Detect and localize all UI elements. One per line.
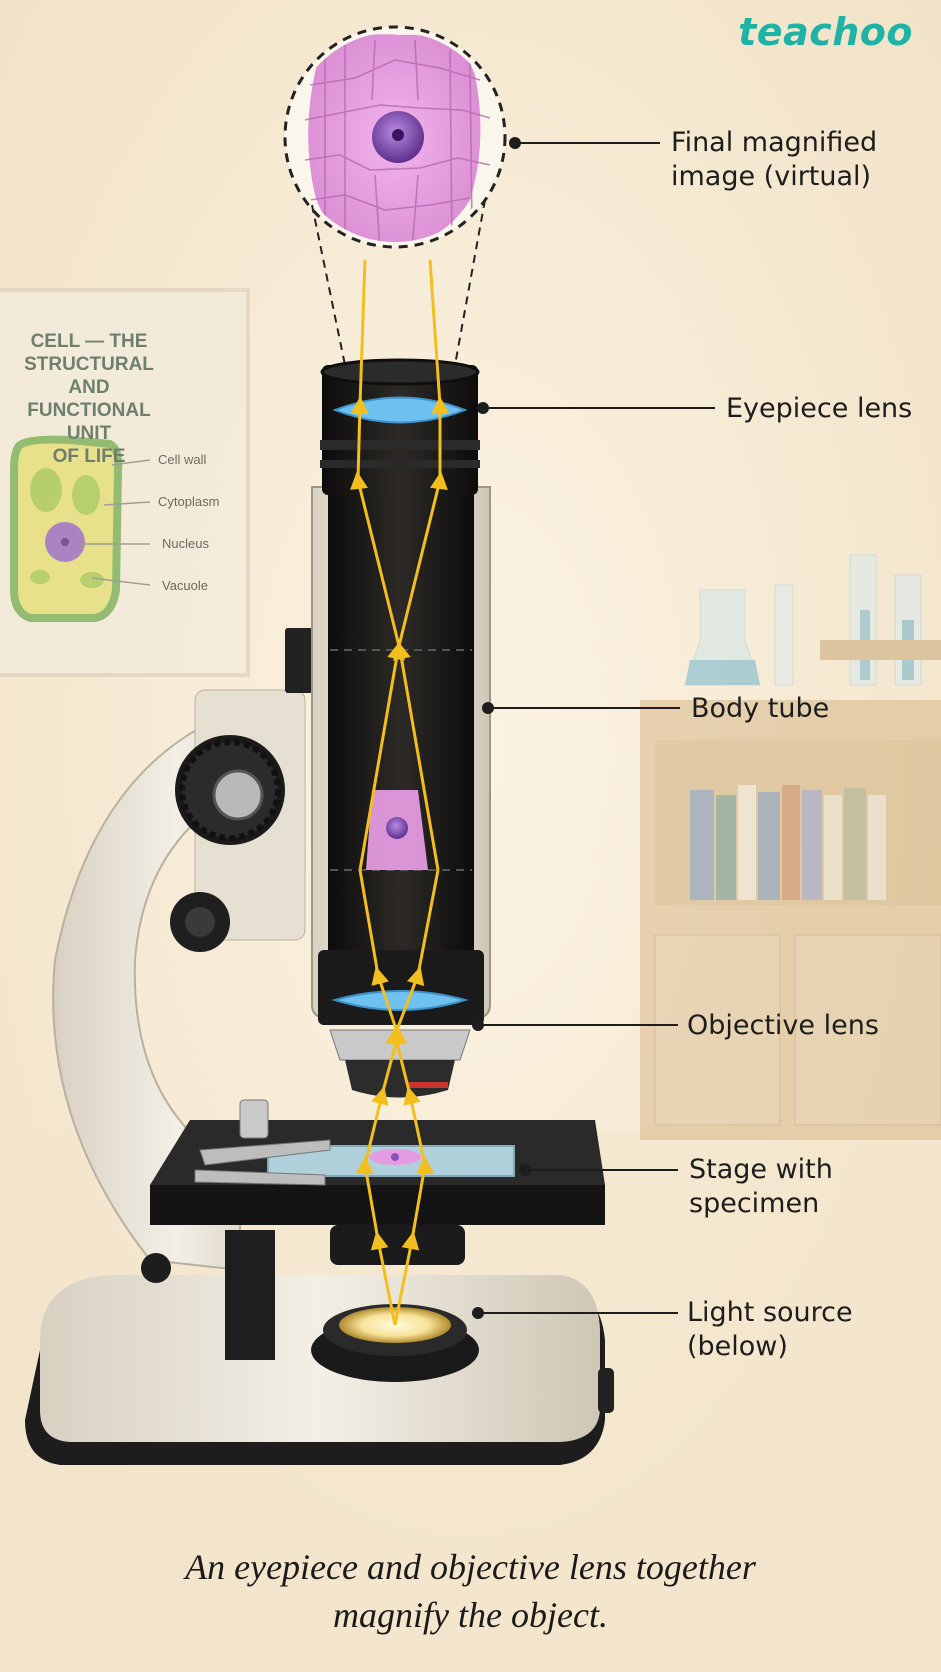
brand-logo: teachoo (738, 10, 913, 54)
poster-label-vacuole: Vacuole (162, 578, 209, 593)
bookshelf (640, 554, 941, 1140)
label-final-image-line: Final magnified (671, 127, 878, 158)
poster-title-line: STRUCTURAL AND (24, 354, 154, 398)
poster-title-line: FUNCTIONAL UNIT (27, 400, 151, 444)
poster-label-cytoplasm: Cytoplasm (158, 494, 220, 509)
label-stage: Stage with specimen (689, 1154, 833, 1219)
poster-title-line: OF LIFE (52, 446, 126, 467)
final-magnified-image (283, 25, 507, 249)
label-light-source: Light source (below) (687, 1297, 853, 1362)
cell-poster (0, 288, 250, 677)
poster-title: CELL — THE STRUCTURAL AND FUNCTIONAL UNI… (4, 330, 174, 468)
microscope-base (25, 1275, 614, 1465)
light-rays (350, 259, 450, 1326)
eyepiece (320, 358, 480, 495)
poster-label-nucleus: Nucleus (162, 536, 209, 551)
caption-line: An eyepiece and objective lens together (185, 1547, 756, 1587)
poster-title-line: CELL — THE (30, 331, 148, 352)
caption: An eyepiece and objective lens together … (0, 1543, 941, 1639)
plant-cell-drawing (10, 435, 123, 622)
label-objective-lens: Objective lens (687, 1010, 879, 1041)
body-tube (311, 486, 491, 1019)
caption-line: magnify the object. (333, 1595, 608, 1635)
label-body-tube: Body tube (691, 693, 830, 724)
label-final-image: Final magnified image (virtual) (671, 126, 877, 194)
microscope-arm (52, 628, 313, 1360)
leader-lines (472, 137, 715, 1319)
light-source (311, 1304, 479, 1382)
poster-label-cell-wall: Cell wall (158, 452, 207, 467)
label-eyepiece-lens: Eyepiece lens (726, 393, 913, 424)
label-final-image-line: image (virtual) (671, 161, 872, 192)
